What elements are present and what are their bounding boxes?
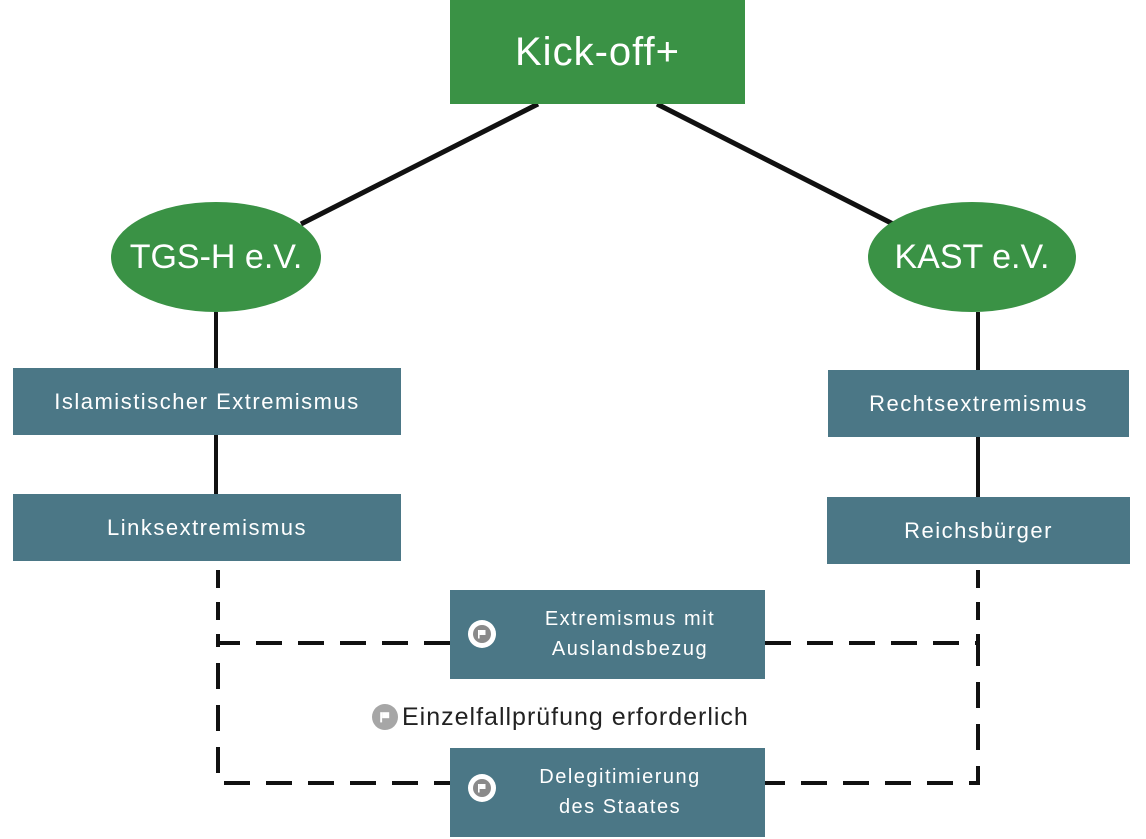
shared-node-auslandsbezug: Extremismus mit Auslandsbezug	[450, 590, 765, 679]
flag-icon	[468, 620, 496, 648]
root-label: Kick-off+	[515, 29, 680, 74]
flag-icon	[372, 704, 398, 730]
topic-node-rechts: Rechtsextremismus	[828, 370, 1129, 437]
shared-label-line2: des Staates	[558, 796, 682, 818]
topic-node-links: Linksextremismus	[13, 494, 401, 561]
connector-root-left	[299, 101, 540, 227]
topic-label: Rechtsextremismus	[869, 390, 1088, 416]
dashed-bracket-right	[765, 641, 980, 785]
topic-label: Linksextremismus	[106, 514, 308, 540]
note-text: Einzelfallprüfung erforderlich	[402, 702, 749, 731]
shared-node-delegitimierung: Delegitimierung des Staates	[450, 748, 765, 837]
partner-label: KAST e.V.	[894, 237, 1050, 276]
shared-label-line1: Extremismus mit	[544, 608, 716, 630]
shared-label-line1: Delegitimierung	[539, 766, 701, 788]
partner-label: TGS-H e.V.	[129, 237, 303, 276]
topic-label: Islamistischer Extremismus	[54, 388, 360, 414]
topic-node-islamist: Islamistischer Extremismus	[13, 368, 401, 435]
partner-node-kast: KAST e.V.	[868, 202, 1076, 312]
partner-node-tgsh: TGS-H e.V.	[111, 202, 321, 312]
topic-label: Reichsbürger	[904, 517, 1053, 543]
dashed-bracket-left	[216, 641, 450, 785]
shared-label-line2: Auslandsbezug	[551, 638, 709, 660]
topic-node-reichsbuerger: Reichsbürger	[827, 497, 1130, 564]
root-node: Kick-off+	[450, 0, 745, 104]
connector-root-right	[655, 101, 895, 227]
flag-icon	[468, 774, 496, 802]
note-einzelfallpruefung: Einzelfallprüfung erforderlich	[372, 700, 749, 734]
